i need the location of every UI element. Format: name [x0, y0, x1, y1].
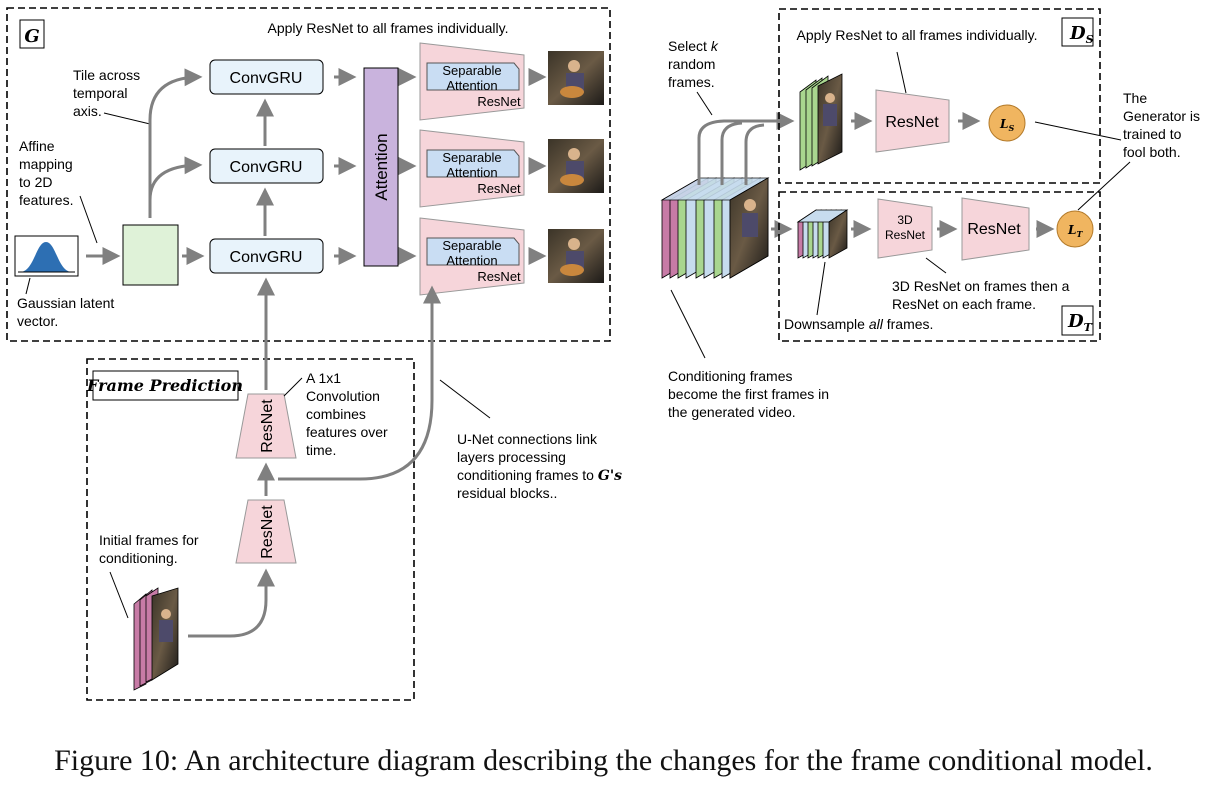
ds-resnet: ResNet: [875, 89, 950, 153]
select-k-note: Select k: [668, 38, 719, 54]
gaussian-latent-icon: [14, 235, 79, 277]
tile-note-pointer: [103, 112, 151, 125]
downsample-note: Downsample all frames.: [784, 316, 933, 332]
gaussian-note-pointer: [25, 277, 31, 295]
ds-frames-stack: [799, 73, 843, 171]
discriminator-t-label-box: [1061, 305, 1094, 336]
svg-text:ResNet: ResNet: [967, 221, 1021, 238]
frame-prediction-resnet-bottom: ResNet: [235, 499, 297, 564]
ds-loss-node: LS: [988, 104, 1026, 142]
discriminator-s-box: [778, 8, 1101, 184]
svg-text:ResNet: ResNet: [259, 399, 276, 453]
frame-prediction-resnet-top: ResNet: [235, 393, 297, 459]
arrow-select-1: [697, 112, 795, 185]
svg-text:ResNet: ResNet: [477, 269, 521, 284]
dt-frames-stack: [796, 209, 849, 259]
apply-resnet-note-ds: Apply ResNet to all frames individually.: [797, 27, 1038, 43]
unet-note-pointer: [439, 379, 491, 419]
dt-resnet: ResNet: [961, 197, 1030, 261]
svg-text:ResNet: ResNet: [477, 181, 521, 196]
generator-fool-pointer-ds: [1034, 121, 1122, 141]
convgru-bottom: ConvGRU: [209, 238, 324, 274]
convgru-top: ConvGRU: [209, 59, 324, 95]
convolution-note-pointer: [283, 377, 303, 397]
arrow-tile-top: [148, 68, 203, 218]
discriminator-s-label-box: [1061, 17, 1094, 47]
frame-prediction-box: [86, 358, 415, 701]
initial-frames-note-pointer: [109, 571, 129, 619]
generator-label: G: [24, 26, 39, 47]
arrow-unet-connection: [278, 285, 441, 481]
convgru-middle: ConvGRU: [209, 148, 324, 184]
discriminator-t-box: [778, 191, 1101, 342]
arrow-initial-frames-resnet: [188, 568, 275, 638]
dt-3d-note-pointer: [925, 257, 947, 274]
svg-text:ConvGRU: ConvGRU: [230, 249, 303, 266]
arrow-select-3: [744, 123, 765, 185]
latent-feature-box: [122, 224, 179, 286]
svg-text:ResNet: ResNet: [477, 94, 521, 109]
svg-text:ResNet: ResNet: [885, 114, 939, 131]
generator-box: [6, 7, 611, 342]
output-frame-3: [548, 229, 604, 283]
arrow-tile-mid: [148, 156, 203, 201]
apply-resnet-ds-pointer: [896, 51, 907, 94]
downsample-note-pointer: [816, 261, 826, 316]
figure-caption: Figure 10: An architecture diagram descr…: [54, 744, 1153, 777]
frame-prediction-label: Frame Prediction: [86, 376, 243, 395]
svg-text:Attention: Attention: [372, 133, 391, 200]
output-frame-2: [548, 139, 604, 193]
attention-block: Attention: [363, 67, 399, 267]
frame-prediction-label-box: [92, 370, 239, 401]
conditioning-frames-stack: [660, 177, 770, 279]
generator-label-box: [19, 19, 45, 49]
conditioning-note-pointer: [670, 289, 706, 359]
svg-text:ConvGRU: ConvGRU: [230, 159, 303, 176]
dt-loss-node: LT: [1056, 210, 1094, 248]
svg-text:ResNet: ResNet: [259, 505, 276, 559]
svg-text:ConvGRU: ConvGRU: [230, 70, 303, 87]
output-frame-1: [548, 51, 604, 105]
apply-resnet-note-g: Apply ResNet to all frames individually.: [268, 20, 509, 36]
initial-frames-stack: [133, 587, 179, 691]
affine-note-pointer: [79, 195, 98, 244]
arrow-select-2: [720, 121, 743, 185]
select-k-note-pointer: [696, 91, 713, 116]
generator-fool-pointer-dt: [1077, 161, 1131, 211]
